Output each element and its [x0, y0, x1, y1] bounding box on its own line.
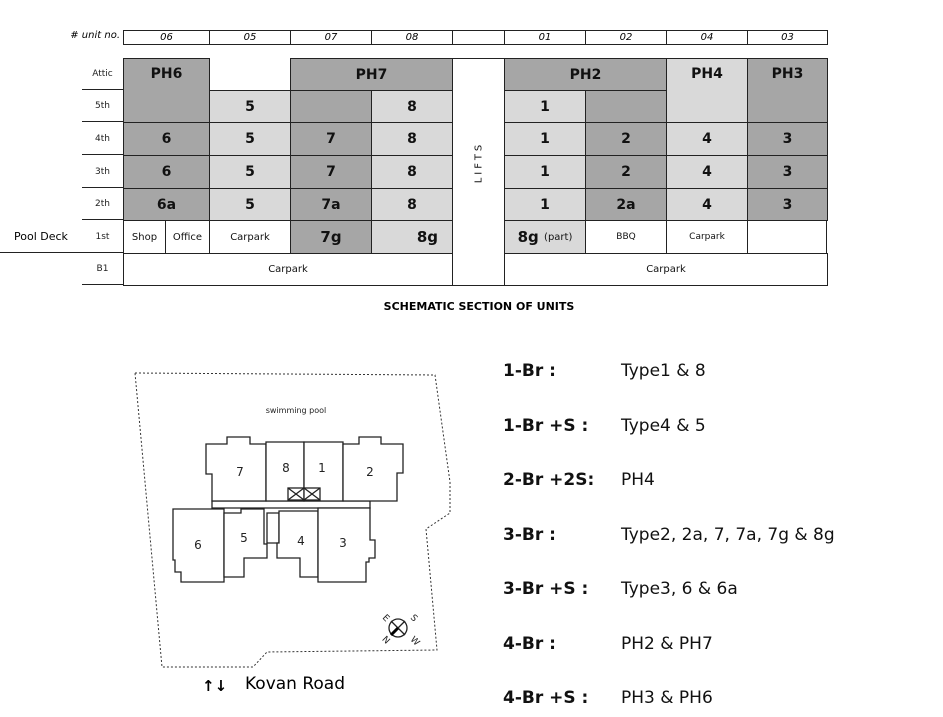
cell-ph2: PH2 — [504, 58, 667, 91]
cell-b1-carpark: Carpark — [504, 253, 828, 286]
divider — [0, 252, 123, 253]
cell-text: 8g — [517, 228, 539, 246]
legend-key: 2-Br +2S: — [503, 470, 595, 490]
cell: 6 — [123, 155, 210, 189]
legend-value: PH4 — [621, 470, 655, 490]
cell-carpark: Carpark — [666, 220, 748, 254]
block-label: 3 — [339, 536, 347, 550]
legend-key: 1-Br : — [503, 361, 556, 381]
lifts-column: LIFTS — [452, 58, 505, 286]
block-label: 6 — [194, 538, 202, 552]
divider — [82, 187, 123, 188]
cell: 2 — [585, 155, 667, 189]
section-title: SCHEMATIC SECTION OF UNITS — [383, 300, 575, 313]
floor-2th: 2th — [95, 199, 110, 209]
floor-4th: 4th — [95, 133, 110, 144]
block-label: 8 — [282, 461, 290, 475]
compass-s: S — [408, 613, 419, 624]
cell-office: Office — [165, 220, 210, 254]
legend-key: 4-Br +S : — [503, 688, 589, 708]
link — [266, 512, 280, 544]
legend-key: 3-Br +S : — [503, 579, 589, 599]
cell: 1 — [504, 122, 586, 156]
corridor — [211, 500, 371, 509]
road-label: Kovan Road — [245, 674, 345, 694]
cell-ph3: PH3 — [747, 58, 828, 123]
floor-1st: 1st — [95, 231, 110, 242]
cell: 1 — [504, 188, 586, 221]
cell: 1 — [504, 90, 586, 123]
legend-key: 3-Br : — [503, 525, 556, 545]
legend-value: PH2 & PH7 — [621, 634, 713, 654]
road-arrows-icon: ↑↓ — [202, 677, 227, 695]
legend-key: 4-Br : — [503, 634, 556, 654]
legend-value: Type2, 2a, 7, 7a, 7g & 8g — [621, 525, 835, 545]
cell-note: (part) — [544, 231, 573, 243]
legend-value: Type4 & 5 — [621, 416, 706, 436]
block-label: 1 — [318, 461, 326, 475]
cell: 3 — [747, 155, 828, 189]
cell-ph7-lower — [290, 90, 372, 123]
pool-label: swimming pool — [266, 406, 327, 415]
divider — [82, 284, 123, 285]
legend-value: Type1 & 8 — [621, 361, 706, 381]
pool-deck-label: Pool Deck — [14, 230, 68, 243]
cell: 4 — [666, 122, 748, 156]
cell-carpark: Carpark — [209, 220, 291, 254]
block-label: 5 — [240, 531, 248, 545]
compass-n: N — [379, 635, 391, 647]
legend-value: Type3, 6 & 6a — [621, 579, 738, 599]
cell: 3 — [747, 188, 828, 221]
floor-b1: B1 — [96, 264, 109, 274]
cell: 4 — [666, 188, 748, 221]
block-3 — [317, 507, 376, 583]
compass-w: W — [408, 635, 421, 648]
floor-3th: 3th — [95, 166, 110, 177]
block-label: 2 — [366, 465, 374, 479]
cell: 5 — [209, 188, 291, 221]
divider — [82, 154, 123, 155]
legend-value: PH3 & PH6 — [621, 688, 713, 708]
cell: 5 — [209, 155, 291, 189]
compass-icon: E S N W — [379, 613, 421, 648]
unit-03: 03 — [747, 30, 828, 45]
floor-attic: Attic — [92, 69, 113, 79]
legend-key: 1-Br +S : — [503, 416, 589, 436]
block-2 — [342, 436, 404, 502]
cell: 5 — [209, 90, 291, 123]
divider — [826, 220, 827, 254]
site-boundary — [134, 372, 451, 668]
divider — [82, 121, 123, 122]
cell-bbq: BBQ — [585, 220, 667, 254]
cell: 7 — [290, 155, 372, 189]
cell-b1-carpark: Carpark — [123, 253, 453, 286]
cell: 7a — [290, 188, 372, 221]
cell-ph4: PH4 — [666, 58, 748, 123]
block-label: 4 — [297, 534, 305, 548]
floor-5th: 5th — [95, 101, 110, 111]
cell-ph7: PH7 — [290, 58, 453, 91]
block-5 — [223, 508, 268, 578]
compass-e: E — [380, 613, 391, 624]
block-label: 7 — [236, 465, 244, 479]
divider — [82, 219, 123, 220]
cell-ph6: PH6 — [123, 58, 210, 123]
divider — [82, 89, 123, 90]
cell: 2 — [585, 122, 667, 156]
unit-number-label: # unit no. — [70, 30, 120, 41]
